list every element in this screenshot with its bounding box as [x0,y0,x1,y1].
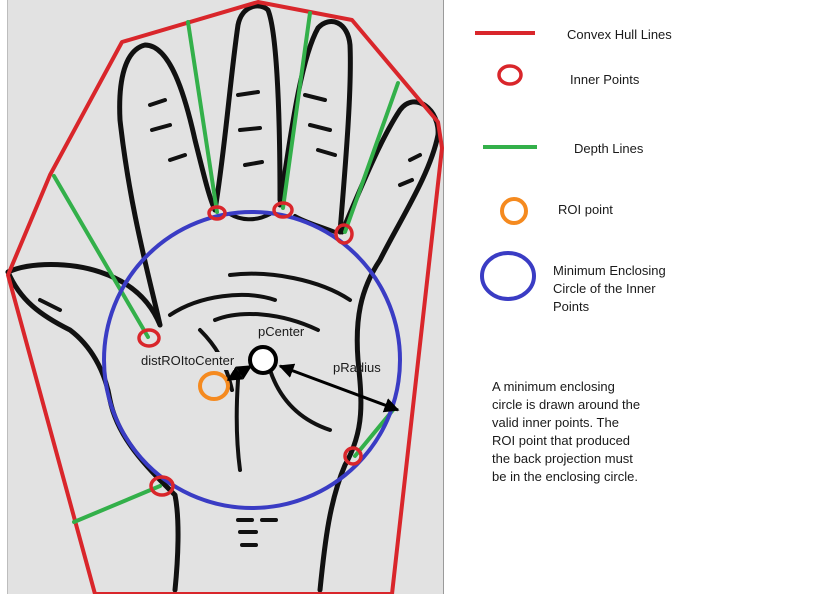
legend-inner-point-icon [497,64,523,86]
inner-point-4 [137,328,161,348]
legend-depth-lines-label: Depth Lines [574,141,644,156]
dist-roi-to-center-label: distROItoCenter [141,352,235,370]
minimum-enclosing-circle [102,210,402,510]
dist-roi-to-center-arrow [226,364,253,382]
legend-inner-points-label: Inner Points [570,72,640,87]
radius-arrow [278,363,400,413]
inner-points [137,201,363,497]
legend-convex-hull-label: Convex Hull Lines [567,27,672,42]
legend-roi-point-label: ROI point [558,202,613,217]
palm-creases [38,90,422,547]
legend-enclosing-circle-icon [480,251,536,301]
depth-line-1 [186,20,219,214]
depth-line-3 [343,81,400,234]
depth-line-4 [52,174,150,339]
p-center-label: pCenter [258,324,305,339]
legend-enclosing-circle-label: Minimum Enclosing Circle of the Inner Po… [553,263,666,314]
roi-point [198,371,230,401]
convex-hull [6,0,444,594]
inner-point-1 [207,205,227,221]
legend-symbols [475,31,537,301]
depth-line-2 [281,11,312,210]
depth-lines [52,11,400,524]
depth-line-5 [72,484,162,524]
legend-roi-point-icon [500,197,528,225]
explanation-note: A minimum enclosing circle is drawn arou… [492,379,641,484]
inner-point-6 [343,446,363,466]
inner-point-2 [272,201,294,219]
inner-point-5 [149,475,175,497]
center-point [248,345,278,375]
left-margin [0,0,7,594]
p-radius-label: pRadius [333,360,381,375]
inner-point-3 [334,223,354,245]
